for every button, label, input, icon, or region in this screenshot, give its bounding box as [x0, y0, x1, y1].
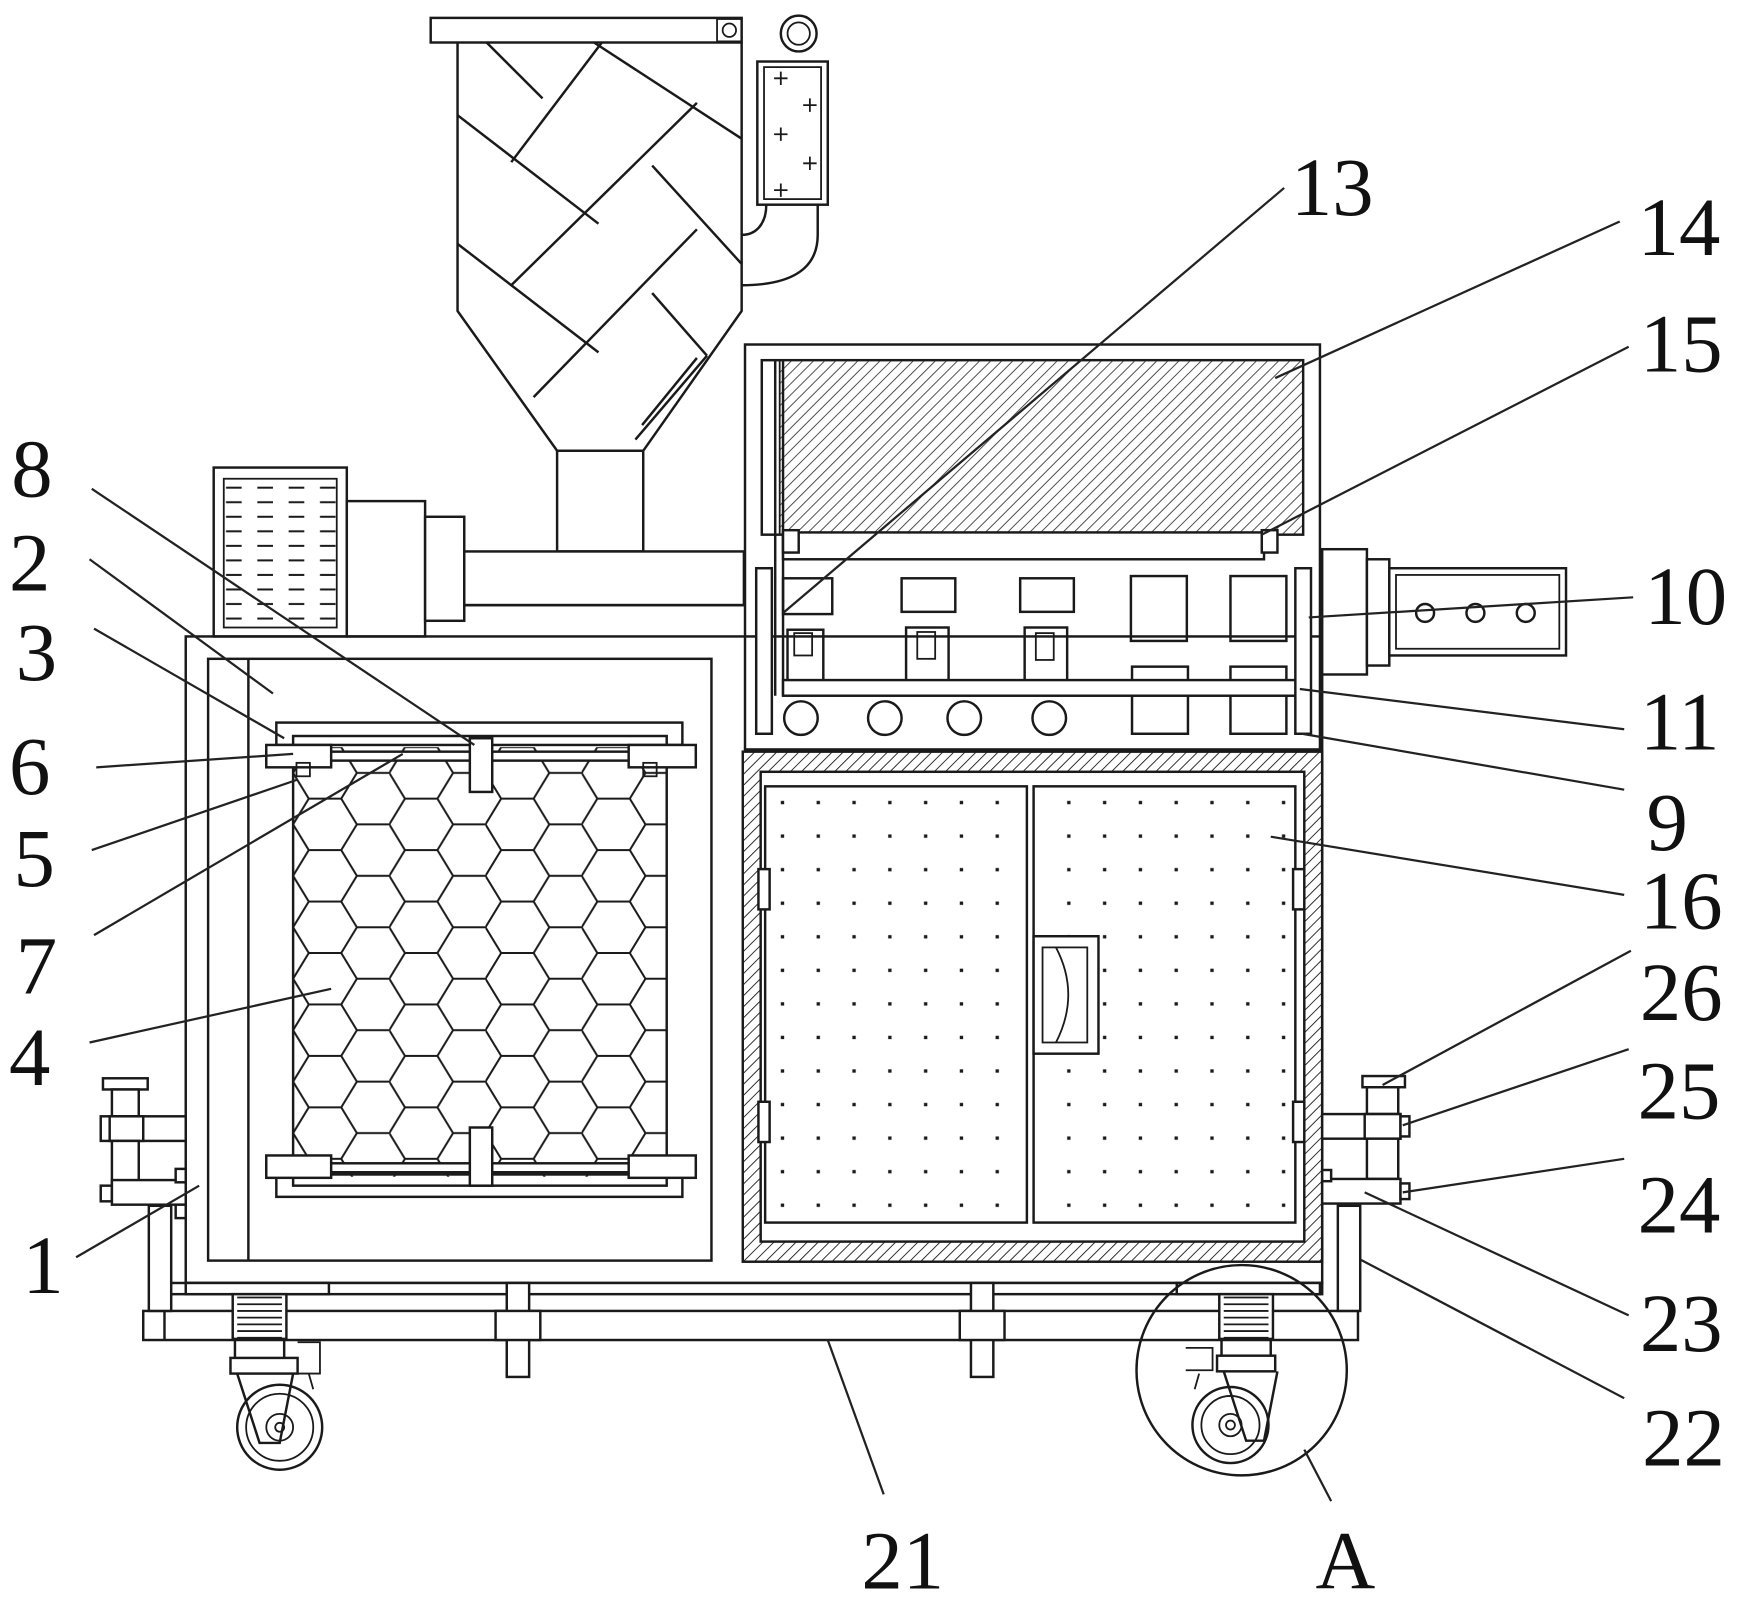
- label-23: 23: [1640, 1277, 1723, 1369]
- motor-assembly: [212, 466, 746, 638]
- hopper-lid: [429, 16, 743, 44]
- right-clamp-assembly: [1320, 1074, 1411, 1205]
- lid-hinge: [716, 18, 743, 43]
- right-upper-unit: [743, 343, 1568, 751]
- coupling: [423, 515, 466, 623]
- hinge-4: [1291, 1100, 1306, 1144]
- label-11: 11: [1640, 675, 1720, 767]
- label-16: 16: [1640, 854, 1723, 946]
- lower-rail: [781, 678, 1299, 697]
- indicator-light-2: [1465, 602, 1486, 624]
- press-plate: [781, 531, 1266, 561]
- label-25: 25: [1638, 1045, 1721, 1137]
- right-caster: [1135, 1263, 1349, 1477]
- leader-lines: [75, 187, 1634, 1502]
- label-7: 7: [16, 919, 57, 1011]
- hexagon-filter-mesh: [293, 747, 667, 1177]
- right-bearing-top: [627, 743, 698, 769]
- label-A: A: [1315, 1514, 1375, 1604]
- side-connector: [1320, 547, 1369, 676]
- label-22: 22: [1642, 1391, 1725, 1483]
- label-1: 1: [22, 1219, 63, 1311]
- center-hub-bottom: [468, 1126, 494, 1187]
- cabinet: [741, 750, 1324, 1263]
- filter-cartridge-hatch: [779, 361, 1303, 534]
- label-26: 26: [1640, 946, 1723, 1038]
- right-bearing-bottom: [627, 1154, 698, 1180]
- hot-air-pipe: [741, 204, 819, 287]
- hopper-body: [456, 42, 743, 453]
- label-2: 2: [9, 517, 50, 609]
- center-hub-top: [468, 737, 494, 794]
- hinge-1: [757, 867, 771, 911]
- air-holes: [782, 700, 1068, 737]
- heater-box: [756, 60, 830, 206]
- label-24: 24: [1638, 1159, 1721, 1251]
- blower-unit: [741, 14, 830, 287]
- left-caster: [229, 1292, 324, 1472]
- motor-coil-fill: [224, 479, 336, 627]
- left-clamp-assembly: [99, 1077, 187, 1220]
- label-8: 8: [11, 423, 52, 515]
- label-9: 9: [1647, 776, 1688, 868]
- label-4: 4: [9, 1011, 50, 1103]
- label-15: 15: [1640, 297, 1723, 389]
- caster-wheel: [235, 1383, 324, 1472]
- label-6: 6: [9, 720, 50, 812]
- upper-housing: [743, 343, 1322, 751]
- hinge-3: [1291, 867, 1306, 911]
- hopper: [429, 16, 743, 553]
- hopper-spiral-blade: [456, 41, 743, 441]
- label-13: 13: [1291, 141, 1374, 233]
- blower-fan-icon: [779, 14, 818, 53]
- clamp-screw: [1365, 1085, 1400, 1116]
- label-10: 10: [1644, 550, 1727, 642]
- hopper-outlet: [555, 449, 645, 553]
- left-slide-rail: [754, 566, 774, 735]
- label-21: 21: [861, 1514, 944, 1604]
- plus-marks: [774, 71, 817, 197]
- label-14: 14: [1638, 181, 1721, 273]
- gearbox: [345, 499, 427, 638]
- label-3: 3: [16, 606, 57, 698]
- hinge-pin-icon: [721, 22, 737, 38]
- handle-grip-icon: [1055, 946, 1070, 1043]
- chassis: [142, 1204, 1362, 1379]
- caster-swivel-plate: [229, 1356, 299, 1375]
- control-panel: [1388, 566, 1568, 657]
- caster-swivel-plate: [1215, 1354, 1277, 1373]
- left-chamber: [184, 635, 1324, 1285]
- label-5: 5: [13, 812, 54, 904]
- indicator-light-1: [1414, 602, 1436, 624]
- detail-circle-A: [1135, 1263, 1349, 1477]
- caster-wheel: [1191, 1385, 1270, 1465]
- right-slide-rail: [1294, 566, 1313, 735]
- part-labels: 8 2 3 6 5 7 4 1 13 14 15 10 11 9 16 26 2…: [9, 141, 1727, 1604]
- left-door-perforation: [767, 788, 1025, 1221]
- left-bearing-bottom: [265, 1154, 333, 1180]
- base-plate: [163, 1281, 1324, 1296]
- hinge-2: [757, 1100, 771, 1144]
- lower-clamp-arm: [1320, 1177, 1402, 1205]
- chamber-box: [206, 657, 713, 1262]
- screw-conveyor-tube: [463, 550, 746, 607]
- bottom-beam: [142, 1309, 1360, 1342]
